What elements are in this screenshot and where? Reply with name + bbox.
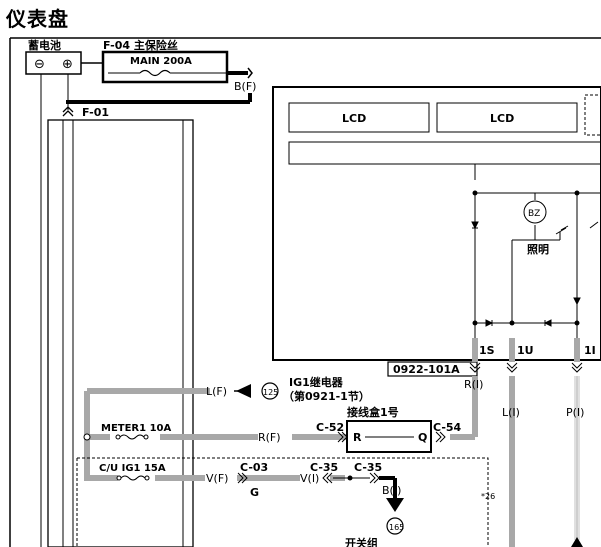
fuse-icon: [120, 475, 146, 481]
switch-group: 开关组: [345, 536, 378, 547]
jb-in-wire: R(F): [258, 431, 281, 444]
jb-title: 接线盒1号: [347, 405, 399, 419]
wire-r-i: R(I): [464, 378, 483, 391]
cu-fuse-name: C/U IG1 15A: [99, 463, 166, 474]
meter1-fuse-name: METER1 10A: [101, 423, 171, 434]
ig1-wire: L(F): [206, 385, 227, 398]
main-fuse-connector: B(F): [234, 80, 256, 93]
cu-wire2: V(I): [300, 472, 319, 485]
f01-label: F-01: [82, 106, 109, 119]
arrow-down-icon: [386, 498, 404, 512]
jb-right-pin: Q: [418, 431, 427, 444]
meter-box: [272, 86, 601, 361]
jb-left-conn: C-52: [316, 421, 344, 434]
switch-ref: 165: [389, 523, 404, 532]
battery-plus-icon: ⊕: [62, 57, 73, 72]
diode-icon: [573, 297, 581, 306]
diode-icon: [543, 319, 552, 327]
arrow-left-icon: [236, 384, 251, 398]
main-fuse-name: MAIN 200A: [130, 56, 192, 67]
wire-l-i: L(I): [502, 406, 520, 419]
ig1-ref: 125: [263, 388, 278, 397]
main-fuse-block-label: F-04 主保险丝: [103, 38, 178, 52]
outer-frame: [9, 37, 601, 547]
battery-minus-icon: ⊖: [34, 57, 45, 72]
connector-box: [387, 361, 478, 377]
lcd-2: LCD: [490, 112, 514, 125]
pin-1i: 1I: [584, 344, 596, 357]
note-26: *26: [481, 492, 495, 501]
lamp-icon: [555, 225, 569, 235]
fuse-icon: [119, 434, 145, 440]
buzzer-icon: [523, 200, 547, 224]
cu-conn1: C-03: [240, 461, 268, 474]
light-label: 照明: [527, 243, 549, 256]
pin-1s: 1S: [479, 344, 495, 357]
diode-icon: [485, 319, 494, 327]
cu-conn2: C-35: [310, 461, 338, 474]
cu-conn3: C-35: [354, 461, 382, 474]
diode-icon: [471, 221, 479, 230]
ig1-section: （第0921-1节）: [283, 389, 370, 403]
jb-right-conn: C-54: [433, 421, 462, 434]
wire-p-i: P(I): [566, 406, 584, 419]
pin-1u: 1U: [517, 344, 534, 357]
arrow-up-icon: [571, 537, 583, 547]
cu-wire3: B(I): [382, 484, 401, 497]
page-title: 仪表盘: [6, 7, 69, 31]
cu-wire1: V(F): [206, 472, 228, 485]
jb-left-pin: R: [353, 431, 362, 444]
cu-ground: G: [250, 486, 259, 499]
battery-label: 蓄电池: [28, 38, 61, 52]
battery: 蓄电池 ⊖ ⊕: [25, 38, 82, 75]
main-fuse: F-04 主保险丝 MAIN 200A: [101, 38, 229, 84]
fuse-icon: [139, 69, 171, 77]
lcd-1: LCD: [342, 112, 366, 125]
connector-id: 0922-101A: [393, 363, 460, 376]
junction-box: [346, 420, 432, 453]
fuse-block-outline: [47, 119, 194, 547]
buzzer-label: BZ: [528, 209, 540, 219]
ig1-name: IG1继电器: [289, 375, 344, 389]
